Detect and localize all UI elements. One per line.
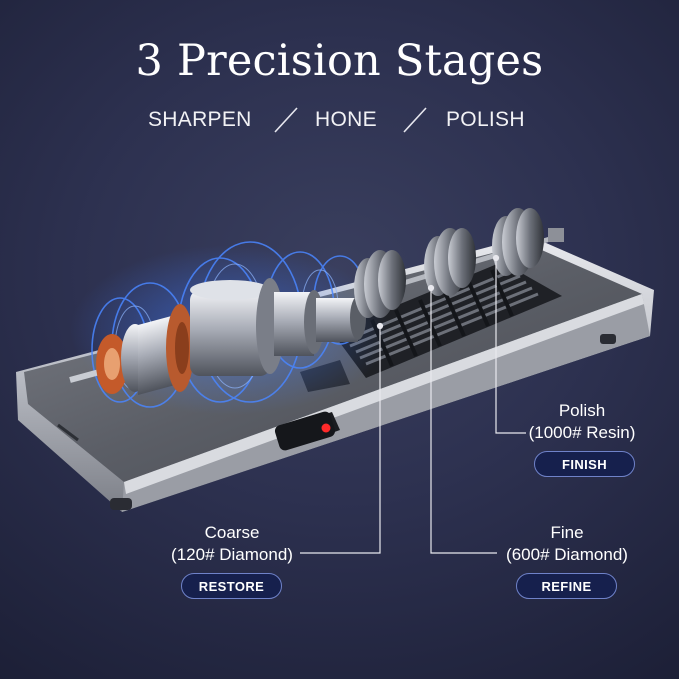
callout-polish-name: Polish (558, 401, 606, 420)
callout-polish-spec: (1000# Resin) (528, 423, 636, 442)
callout-leader-lines (300, 254, 526, 554)
finish-badge: FINISH (534, 451, 635, 477)
motor-assembly (69, 278, 381, 396)
stage-list: SHARPEN HONE POLISH (0, 108, 679, 132)
callout-coarse-spec: (120# Diamond) (171, 545, 293, 564)
grinding-wheels (354, 208, 564, 318)
callout-coarse: Coarse (120# Diamond) (162, 522, 302, 566)
callout-fine-spec: (600# Diamond) (506, 545, 628, 564)
slash-divider-icon (274, 107, 298, 133)
callout-fine: Fine (600# Diamond) (496, 522, 638, 566)
callout-polish: Polish (1000# Resin) (520, 400, 644, 444)
refine-badge: REFINE (516, 573, 617, 599)
callout-fine-name: Fine (550, 523, 584, 542)
power-switch-icon[interactable] (273, 410, 340, 452)
stage-polish: POLISH (446, 108, 525, 131)
callout-coarse-name: Coarse (204, 523, 260, 542)
slash-divider-icon (403, 107, 427, 133)
stage-sharpen: SHARPEN (148, 108, 252, 131)
restore-badge: RESTORE (181, 573, 282, 599)
page-title: 3 Precision Stages (135, 36, 544, 86)
stage-hone: HONE (315, 108, 377, 131)
